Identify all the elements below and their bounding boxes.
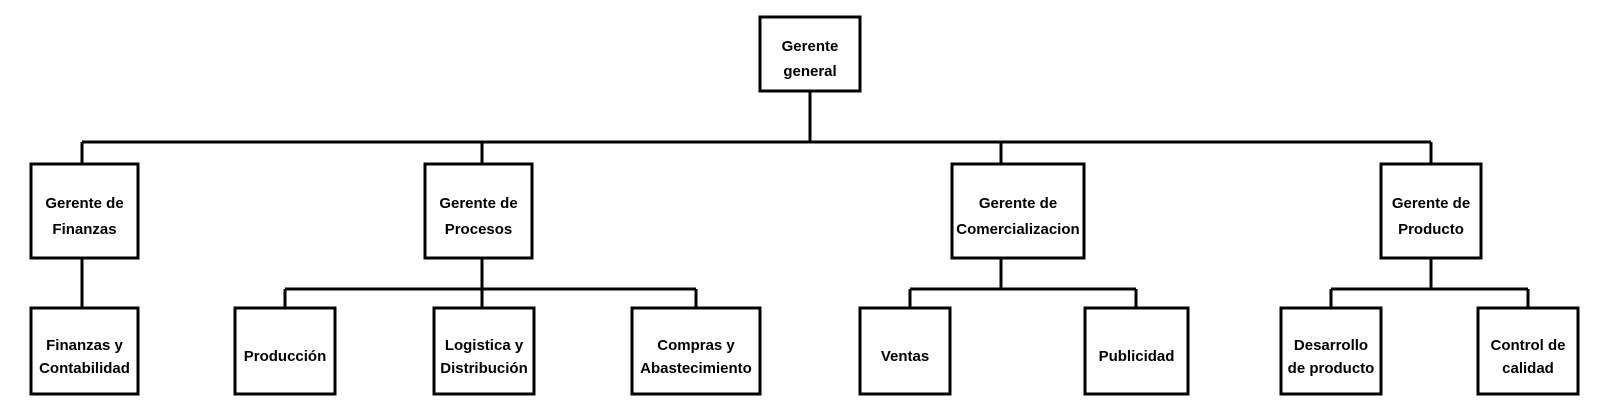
node-compras-abastecimiento: Compras y Abastecimiento [630,306,762,396]
node-control-calidad: Control de calidad [1476,306,1580,396]
node-label-line: Comercializacion [956,221,1079,238]
node-label-line: Producción [244,348,327,365]
org-nodes: Gerente general Gerente de Finanzas Gere… [29,15,1580,396]
node-label-line: Finanzas [52,221,116,238]
node-produccion: Producción [233,306,337,396]
node-label-line: Gerente de [979,195,1057,212]
node-gerente-finanzas: Gerente de Finanzas [29,162,140,260]
node-label-line: Abastecimiento [640,360,752,377]
node-finanzas-contabilidad: Finanzas y Contabilidad [29,306,140,396]
node-gerente-comercializacion: Gerente de Comercializacion [950,162,1086,260]
node-label-line: Gerente de [1392,195,1470,212]
node-label-line: general [783,63,836,80]
node-label-line: Distribución [440,360,528,377]
node-label-line: Gerente [782,38,839,55]
node-label-line: Producto [1398,221,1464,238]
node-label-line: de producto [1288,360,1375,377]
node-gerente-producto: Gerente de Producto [1379,162,1483,260]
node-label-line: Gerente de [439,195,517,212]
node-label-line: Logistica y [445,337,524,354]
node-label-line: Gerente de [45,195,123,212]
node-label-line: Ventas [881,348,929,365]
node-label-line: Contabilidad [39,360,130,377]
node-label-line: calidad [1502,360,1554,377]
node-label-line: Procesos [445,221,513,238]
node-label-line: Compras y [657,337,735,354]
node-logistica-distribucion: Logistica y Distribución [432,306,536,396]
node-label-line: Control de [1491,337,1566,354]
node-label-line: Publicidad [1099,348,1175,365]
node-label-line: Desarrollo [1294,337,1368,354]
node-publicidad: Publicidad [1083,306,1190,396]
node-label-line: Finanzas y [46,337,123,354]
node-gerente-general: Gerente general [758,15,862,93]
node-ventas: Ventas [858,306,952,396]
node-desarrollo-producto: Desarrollo de producto [1279,306,1383,396]
node-gerente-procesos: Gerente de Procesos [423,162,534,260]
connector-lines [80,91,1530,308]
